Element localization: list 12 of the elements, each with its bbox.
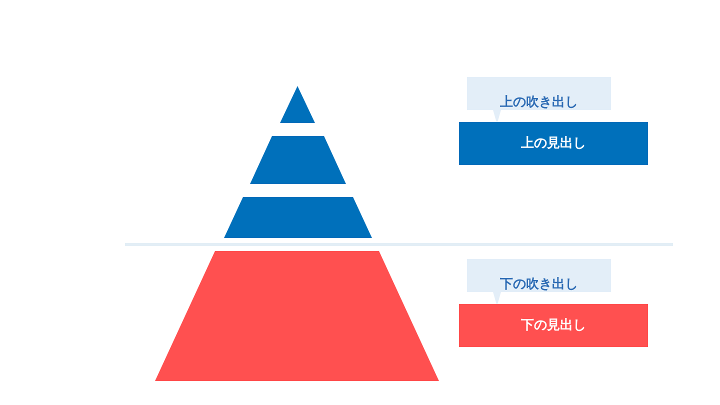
- pyramid-tier: [280, 86, 315, 123]
- heading-text: 下の見出し: [521, 319, 586, 332]
- heading-bar: [459, 304, 648, 347]
- heading-text: 上の見出し: [521, 137, 586, 150]
- pyramid-tier: [224, 197, 372, 238]
- speech-bubble: [467, 77, 611, 124]
- heading-bar: [459, 122, 648, 165]
- callout-text: 上の吹き出し: [500, 96, 578, 109]
- callout-text: 下の吹き出し: [500, 278, 578, 291]
- speech-bubble: [467, 259, 611, 306]
- pyramid-tier: [155, 251, 439, 381]
- pyramid-tier: [250, 136, 346, 184]
